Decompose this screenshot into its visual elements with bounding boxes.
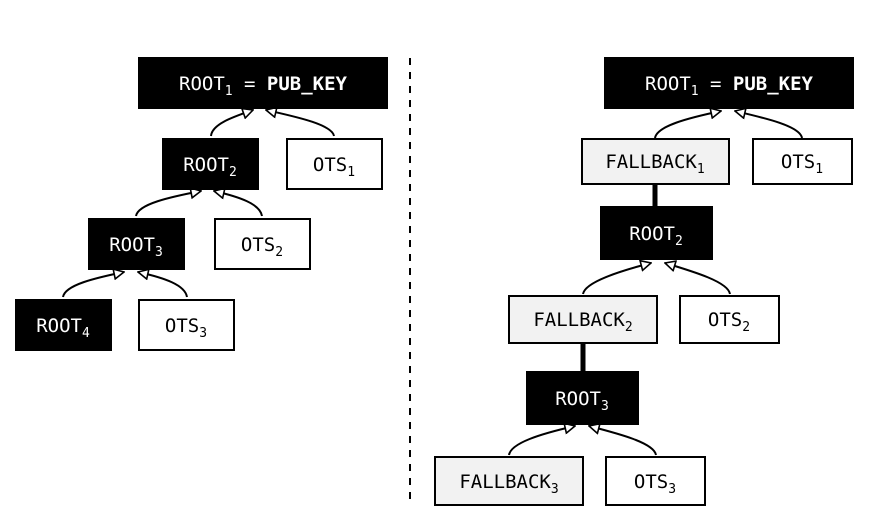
right-node-root1-pubkey: ROOT1 = PUB_KEY	[604, 57, 854, 109]
svg-text:OTS2: OTS2	[241, 234, 283, 260]
svg-text:OTS3: OTS3	[634, 471, 676, 497]
right-node-ots3: OTS3	[605, 456, 706, 506]
svg-text:ROOT4: ROOT4	[36, 315, 90, 341]
svg-text:OTS3: OTS3	[165, 315, 207, 341]
edge-left-ots2-to-root2	[214, 191, 263, 217]
svg-text:FALLBACK3: FALLBACK3	[459, 471, 558, 497]
right-node-root2: ROOT2	[600, 206, 713, 260]
left-node-root2: ROOT2	[162, 138, 259, 190]
edge-left-root4-to-root3	[62, 272, 124, 298]
left-node-ots3: OTS3	[138, 299, 235, 351]
edge-left-root2-to-root1	[210, 110, 253, 137]
svg-text:ROOT3: ROOT3	[109, 234, 163, 260]
svg-text:ROOT1 = PUB_KEY: ROOT1 = PUB_KEY	[645, 73, 814, 99]
left-node-ots1: OTS1	[286, 138, 383, 190]
right-node-ots1: OTS1	[752, 138, 853, 185]
left-node-root3: ROOT3	[88, 218, 185, 270]
edge-right-fallback2-to-root2	[582, 263, 651, 295]
svg-text:ROOT2: ROOT2	[183, 154, 237, 180]
edge-right-ots3-to-root3	[589, 426, 657, 456]
edge-left-ots1-to-root1	[266, 110, 335, 137]
right-node-ots2: OTS2	[679, 295, 780, 344]
svg-text:FALLBACK1: FALLBACK1	[605, 151, 704, 177]
edge-left-ots3-to-root3	[138, 272, 188, 298]
left-node-root1-pubkey: ROOT1 = PUB_KEY	[138, 57, 388, 109]
right-node-root3: ROOT3	[526, 371, 639, 425]
svg-text:OTS1: OTS1	[781, 151, 823, 177]
edge-right-ots1-to-root1	[735, 111, 803, 139]
right-node-fallback3: FALLBACK3	[434, 456, 584, 506]
left-node-ots2: OTS2	[214, 218, 311, 270]
svg-text:OTS1: OTS1	[313, 154, 355, 180]
svg-text:ROOT3: ROOT3	[555, 388, 609, 414]
edge-left-root3-to-root2	[135, 191, 201, 217]
right-node-fallback2: FALLBACK2	[508, 295, 658, 344]
edge-right-fallback1-to-root1	[654, 111, 721, 139]
edge-right-fallback3-to-root3	[508, 426, 575, 456]
left-edges	[62, 110, 335, 298]
right-node-fallback1: FALLBACK1	[581, 138, 730, 185]
svg-text:ROOT2: ROOT2	[629, 223, 683, 249]
edge-right-ots2-to-root2	[665, 263, 731, 295]
left-node-root4: ROOT4	[15, 299, 112, 351]
svg-text:FALLBACK2: FALLBACK2	[533, 309, 632, 335]
svg-text:ROOT1 = PUB_KEY: ROOT1 = PUB_KEY	[179, 73, 348, 99]
right-edges	[508, 111, 803, 456]
svg-text:OTS2: OTS2	[708, 309, 750, 335]
